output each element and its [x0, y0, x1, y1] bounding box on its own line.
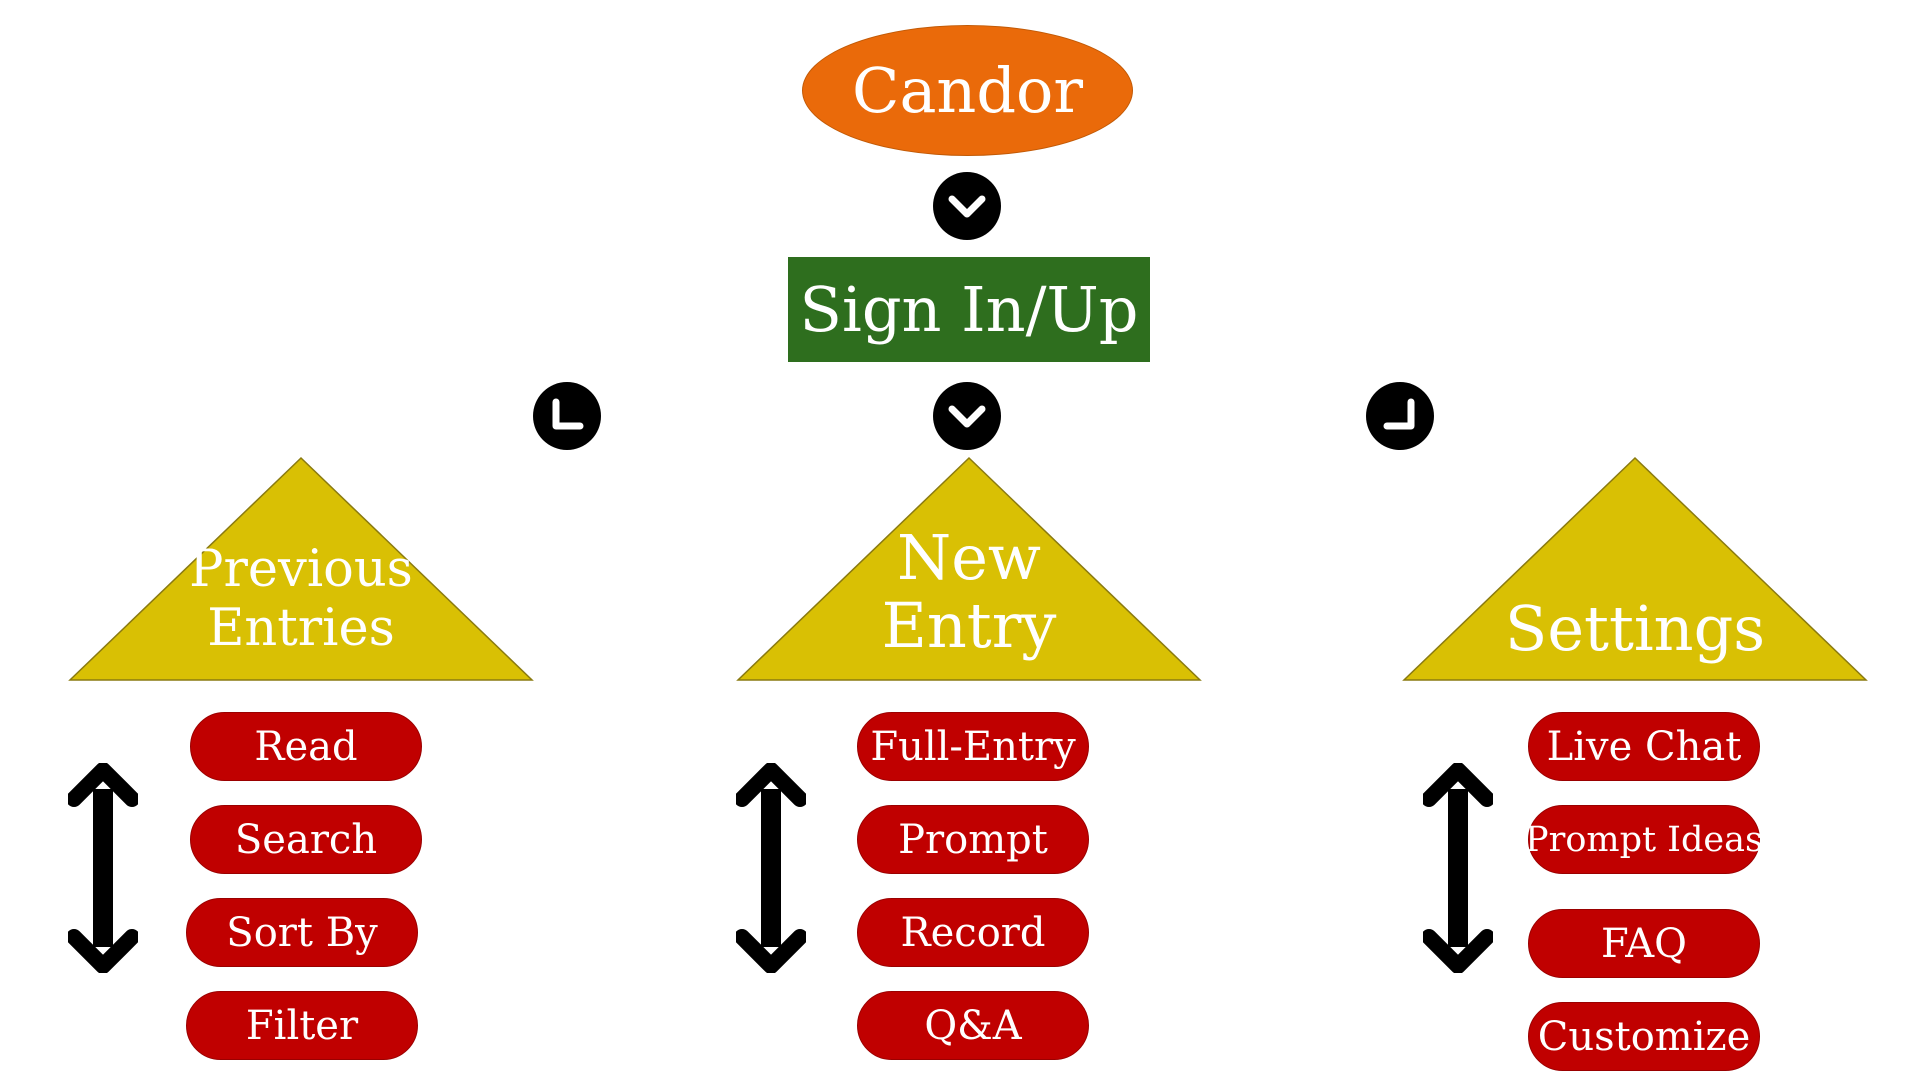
sign-in-up-node[interactable]: Sign In/Up: [788, 257, 1150, 362]
section-title: Settings: [1402, 592, 1868, 665]
turn-right-icon: [1366, 382, 1434, 450]
chevron-down-icon: [933, 382, 1001, 450]
vertical-double-arrow-icon: [1423, 763, 1493, 973]
vertical-double-arrow-icon: [68, 763, 138, 973]
action-pill-customize[interactable]: Customize: [1528, 1002, 1760, 1071]
section-previous-entries[interactable]: Previous Entries: [68, 456, 534, 682]
triangle-shape: [736, 456, 1202, 681]
section-title-line: Entry: [881, 589, 1057, 663]
section-title-line: Previous: [189, 540, 413, 599]
section-new-entry[interactable]: New Entry: [736, 456, 1202, 682]
triangle-shape: [1402, 456, 1868, 681]
section-title-line: New: [896, 521, 1041, 594]
action-pill-prompt[interactable]: Prompt: [857, 805, 1089, 874]
action-pill-faq[interactable]: FAQ: [1528, 909, 1760, 978]
section-title-line: Settings: [1504, 592, 1766, 665]
action-pill-filter[interactable]: Filter: [186, 991, 418, 1060]
section-title: New Entry: [736, 521, 1202, 663]
turn-left-icon: [533, 382, 601, 450]
root-label: Candor: [852, 54, 1083, 127]
action-pill-live-chat[interactable]: Live Chat: [1528, 712, 1760, 781]
action-pill-record[interactable]: Record: [857, 898, 1089, 967]
triangle-shape: [68, 456, 534, 681]
action-pill-full-entry[interactable]: Full-Entry: [857, 712, 1089, 781]
action-pill-q-and-a[interactable]: Q&A: [857, 991, 1089, 1060]
root-node-candor[interactable]: Candor: [802, 25, 1133, 156]
action-pill-read[interactable]: Read: [190, 712, 422, 781]
vertical-double-arrow-icon: [736, 763, 806, 973]
section-title-line: Entries: [207, 598, 395, 658]
action-pill-prompt-ideas[interactable]: Prompt Ideas: [1525, 805, 1763, 874]
action-pill-search[interactable]: Search: [190, 805, 422, 874]
chevron-down-icon: [933, 172, 1001, 240]
action-pill-sort-by[interactable]: Sort By: [186, 898, 418, 967]
section-settings[interactable]: Settings: [1402, 456, 1868, 682]
section-title: Previous Entries: [68, 540, 534, 658]
sign-in-up-label: Sign In/Up: [799, 273, 1139, 346]
